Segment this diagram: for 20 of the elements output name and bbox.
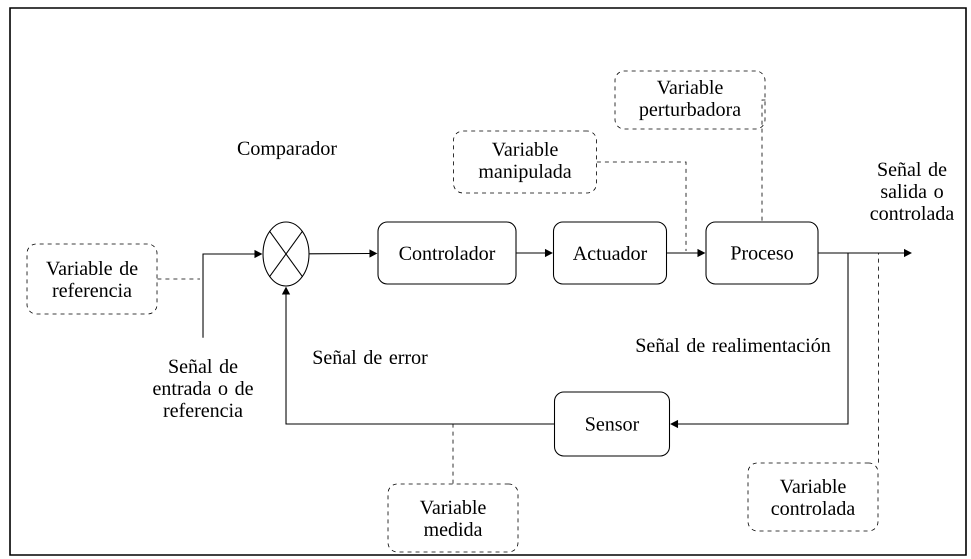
- leader-line: [452, 424, 454, 484]
- variable-box: Variable medida: [388, 484, 518, 552]
- comparator-circle: [262, 221, 310, 287]
- block-box: Actuador: [552, 221, 668, 285]
- variable-box: Variable controlada: [748, 462, 878, 532]
- signal-text: Señal de entrada o de referencia: [153, 358, 253, 418]
- block-box: Proceso: [705, 221, 819, 285]
- variable-box: Variable de referencia: [26, 244, 158, 314]
- signal-label: Señal de salida o controlada: [870, 162, 954, 220]
- variable-box: Variable perturbadora: [614, 70, 766, 130]
- variable-box: Variable manipulada: [453, 130, 597, 194]
- leader-line: [878, 252, 879, 463]
- leader-line: [596, 162, 686, 252]
- leader-line: [157, 278, 200, 280]
- signal-label: Señal de error: [314, 350, 428, 364]
- signal-label: Señal de realimentación: [636, 338, 830, 352]
- signal-label: Comparador: [238, 140, 337, 160]
- leader-line: [762, 100, 766, 222]
- block-box: Sensor: [554, 391, 670, 457]
- block-box: Controlador: [377, 221, 517, 285]
